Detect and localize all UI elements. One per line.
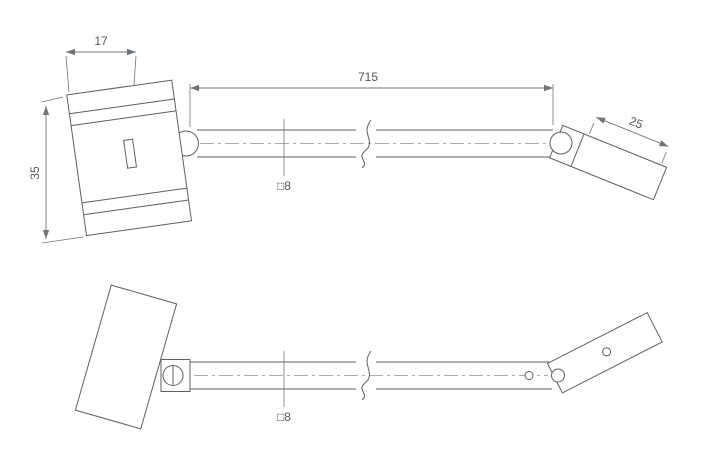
bottom-view: □8 xyxy=(74,284,663,430)
dim-square8-top: □8 xyxy=(277,119,291,193)
dim-square8-bottom: □8 xyxy=(277,351,291,424)
break-symbol-bottom xyxy=(361,350,372,401)
dim-square8-bottom-label: □8 xyxy=(277,410,291,424)
dim-715-label: 715 xyxy=(358,70,378,84)
dim-25-label: 25 xyxy=(627,114,645,132)
wall-plate-top xyxy=(66,79,193,237)
bar-top xyxy=(197,119,553,169)
dim-line-25 xyxy=(596,116,669,147)
bar-bottom xyxy=(190,350,552,401)
dim-35-label: 35 xyxy=(28,166,42,180)
dim-square8-top-label: □8 xyxy=(277,179,291,193)
dim-715: 715 xyxy=(189,70,554,127)
end-piece-bottom xyxy=(546,311,663,394)
dim-17: 17 xyxy=(65,34,137,93)
end-piece-hole xyxy=(602,347,612,357)
wall-plate-bottom xyxy=(74,284,178,430)
top-view: 25 17 35 715 □8 xyxy=(28,34,669,244)
end-piece-top: 25 xyxy=(548,114,669,201)
plate-slot xyxy=(123,138,138,169)
break-symbol-top xyxy=(361,119,372,169)
bar-hole xyxy=(524,371,534,380)
right-pivot-top xyxy=(549,131,573,155)
right-pivot-bottom xyxy=(551,368,565,383)
dim-17-label: 17 xyxy=(94,34,108,48)
dim-35: 35 xyxy=(28,96,84,244)
left-joint-bottom xyxy=(160,359,191,392)
